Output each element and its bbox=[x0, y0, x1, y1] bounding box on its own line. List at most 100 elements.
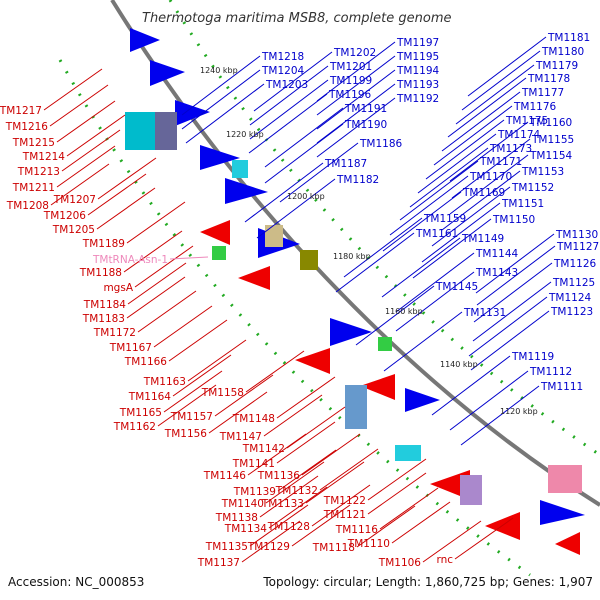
reverse-gene-label: TM1128 bbox=[267, 521, 310, 533]
forward-gene-label: TM1111 bbox=[540, 381, 583, 393]
reverse-leader-line bbox=[157, 384, 217, 427]
forward-gene-label: TM1127 bbox=[556, 241, 599, 253]
gene-block bbox=[265, 225, 283, 247]
gene-block bbox=[460, 475, 482, 505]
reverse-leader-line bbox=[56, 100, 116, 143]
reverse-leader-line bbox=[265, 461, 325, 504]
forward-leader-line bbox=[412, 218, 492, 279]
gene-block bbox=[212, 246, 226, 260]
reverse-gene-label: TM1137 bbox=[197, 557, 240, 569]
rna-gene-label: TMtRNA-Asn-1 bbox=[92, 254, 168, 266]
forward-leader-line bbox=[472, 281, 552, 342]
forward-leader-line bbox=[461, 50, 541, 111]
map-title: Thermotoga maritima MSB8, complete genom… bbox=[142, 11, 451, 26]
reverse-gene-arrow bbox=[295, 348, 330, 374]
kbp-tick-label: 1180 kbp bbox=[333, 252, 371, 261]
forward-gene-label: TM1196 bbox=[328, 89, 372, 101]
reverse-leader-line bbox=[245, 350, 305, 393]
forward-gene-label: TM1131 bbox=[463, 307, 506, 319]
reverse-gene-label: TM1135 bbox=[205, 541, 248, 553]
forward-leader-line bbox=[181, 69, 261, 130]
forward-leader-line bbox=[395, 252, 475, 313]
forward-gene-label: TM1186 bbox=[359, 138, 403, 150]
forward-gene-label: TM1180 bbox=[541, 46, 584, 58]
reverse-leader-line bbox=[422, 520, 482, 563]
forward-leader-line bbox=[335, 232, 415, 293]
forward-leader-line bbox=[441, 170, 521, 231]
reverse-gene-label: TM1162 bbox=[113, 421, 156, 433]
forward-leader-line bbox=[264, 123, 344, 184]
forward-leader-line bbox=[451, 138, 531, 199]
forward-gene-label: TM1160 bbox=[529, 117, 572, 129]
forward-leader-line bbox=[449, 370, 529, 431]
gene-block bbox=[548, 465, 582, 493]
forward-gene-label: TM1192 bbox=[396, 93, 439, 105]
forward-gene-label: TM1187 bbox=[324, 158, 367, 170]
forward-leader-line bbox=[381, 237, 461, 298]
reverse-gene-label: TM1207 bbox=[53, 194, 96, 206]
gene-block bbox=[395, 445, 421, 461]
forward-gene-label: TM1144 bbox=[475, 248, 519, 260]
forward-gene-label: TM1145 bbox=[435, 281, 478, 293]
forward-leader-line bbox=[316, 41, 396, 102]
reverse-gene-label: TM1214 bbox=[22, 151, 66, 163]
kbp-tick-label: 1140 kbp bbox=[440, 360, 478, 369]
forward-leader-line bbox=[248, 93, 328, 154]
reverse-gene-label: TM1215 bbox=[12, 137, 55, 149]
forward-leader-line bbox=[421, 202, 501, 263]
forward-leader-line bbox=[460, 385, 540, 446]
reverse-gene-label: TM1213 bbox=[17, 166, 60, 178]
reverse-leader-line bbox=[168, 319, 228, 362]
genome-backbone bbox=[110, 0, 600, 507]
kbp-tick-label: 1240 kbp bbox=[200, 66, 238, 75]
forward-leader-line bbox=[447, 77, 527, 138]
feature-tracks bbox=[125, 28, 585, 555]
reverse-leader-line bbox=[66, 114, 126, 157]
reverse-gene-label: TM1136 bbox=[257, 470, 301, 482]
forward-leader-line bbox=[264, 107, 344, 168]
reverse-gene-label: TM1156 bbox=[164, 428, 208, 440]
forward-gene-arrow bbox=[540, 500, 585, 525]
reverse-gene-arrow bbox=[360, 374, 395, 400]
forward-gene-label: TM1190 bbox=[344, 119, 387, 131]
forward-gene-label: TM1174 bbox=[497, 129, 541, 141]
forward-leader-line bbox=[468, 296, 548, 357]
reverse-leader-line bbox=[268, 486, 328, 529]
reverse-gene-label: TM1217 bbox=[0, 105, 42, 117]
reverse-gene-label: TM1142 bbox=[242, 443, 285, 455]
reverse-leader-line bbox=[214, 374, 274, 417]
reverse-leader-line bbox=[367, 458, 427, 501]
gene-block bbox=[378, 337, 392, 351]
reverse-gene-arrow bbox=[555, 532, 580, 555]
reverse-leader-line bbox=[263, 394, 323, 437]
forward-gene-label: TM1143 bbox=[475, 267, 518, 279]
rna-leader-line bbox=[169, 256, 209, 260]
reverse-gene-label: TM1158 bbox=[201, 387, 244, 399]
forward-gene-label: TM1125 bbox=[552, 277, 595, 289]
forward-gene-arrow bbox=[225, 178, 268, 204]
reverse-gene-label: TM1188 bbox=[79, 267, 122, 279]
genome-stats-text: Topology: circular; Length: 1,860,725 bp… bbox=[262, 575, 593, 589]
reverse-leader-line bbox=[134, 245, 194, 288]
reverse-gene-label: TM1184 bbox=[83, 299, 127, 311]
forward-leader-line bbox=[343, 217, 423, 278]
forward-gene-label: TM1193 bbox=[396, 79, 439, 91]
reverse-leader-line bbox=[391, 501, 451, 544]
reverse-leader-line bbox=[43, 68, 103, 111]
reverse-leader-line bbox=[247, 433, 307, 476]
reverse-gene-label: TM1208 bbox=[6, 200, 49, 212]
forward-leader-line bbox=[181, 55, 261, 116]
reverse-leader-line bbox=[87, 173, 147, 216]
reverse-gene-label: TM1165 bbox=[119, 407, 162, 419]
forward-gene-label: TM1150 bbox=[492, 214, 535, 226]
reverse-gene-label: TM1189 bbox=[82, 238, 125, 250]
reverse-gene-label: TM1183 bbox=[82, 313, 125, 325]
forward-gene-arrow bbox=[405, 388, 440, 412]
forward-gene-label: TM1169 bbox=[462, 187, 505, 199]
forward-gene-arrow bbox=[130, 28, 160, 52]
forward-gene-label: TM1159 bbox=[423, 213, 466, 225]
forward-gene-label: TM1182 bbox=[336, 174, 379, 186]
forward-leader-line bbox=[256, 178, 336, 239]
reverse-leader-line bbox=[50, 163, 110, 206]
reverse-gene-label: TM1110 bbox=[347, 538, 390, 550]
